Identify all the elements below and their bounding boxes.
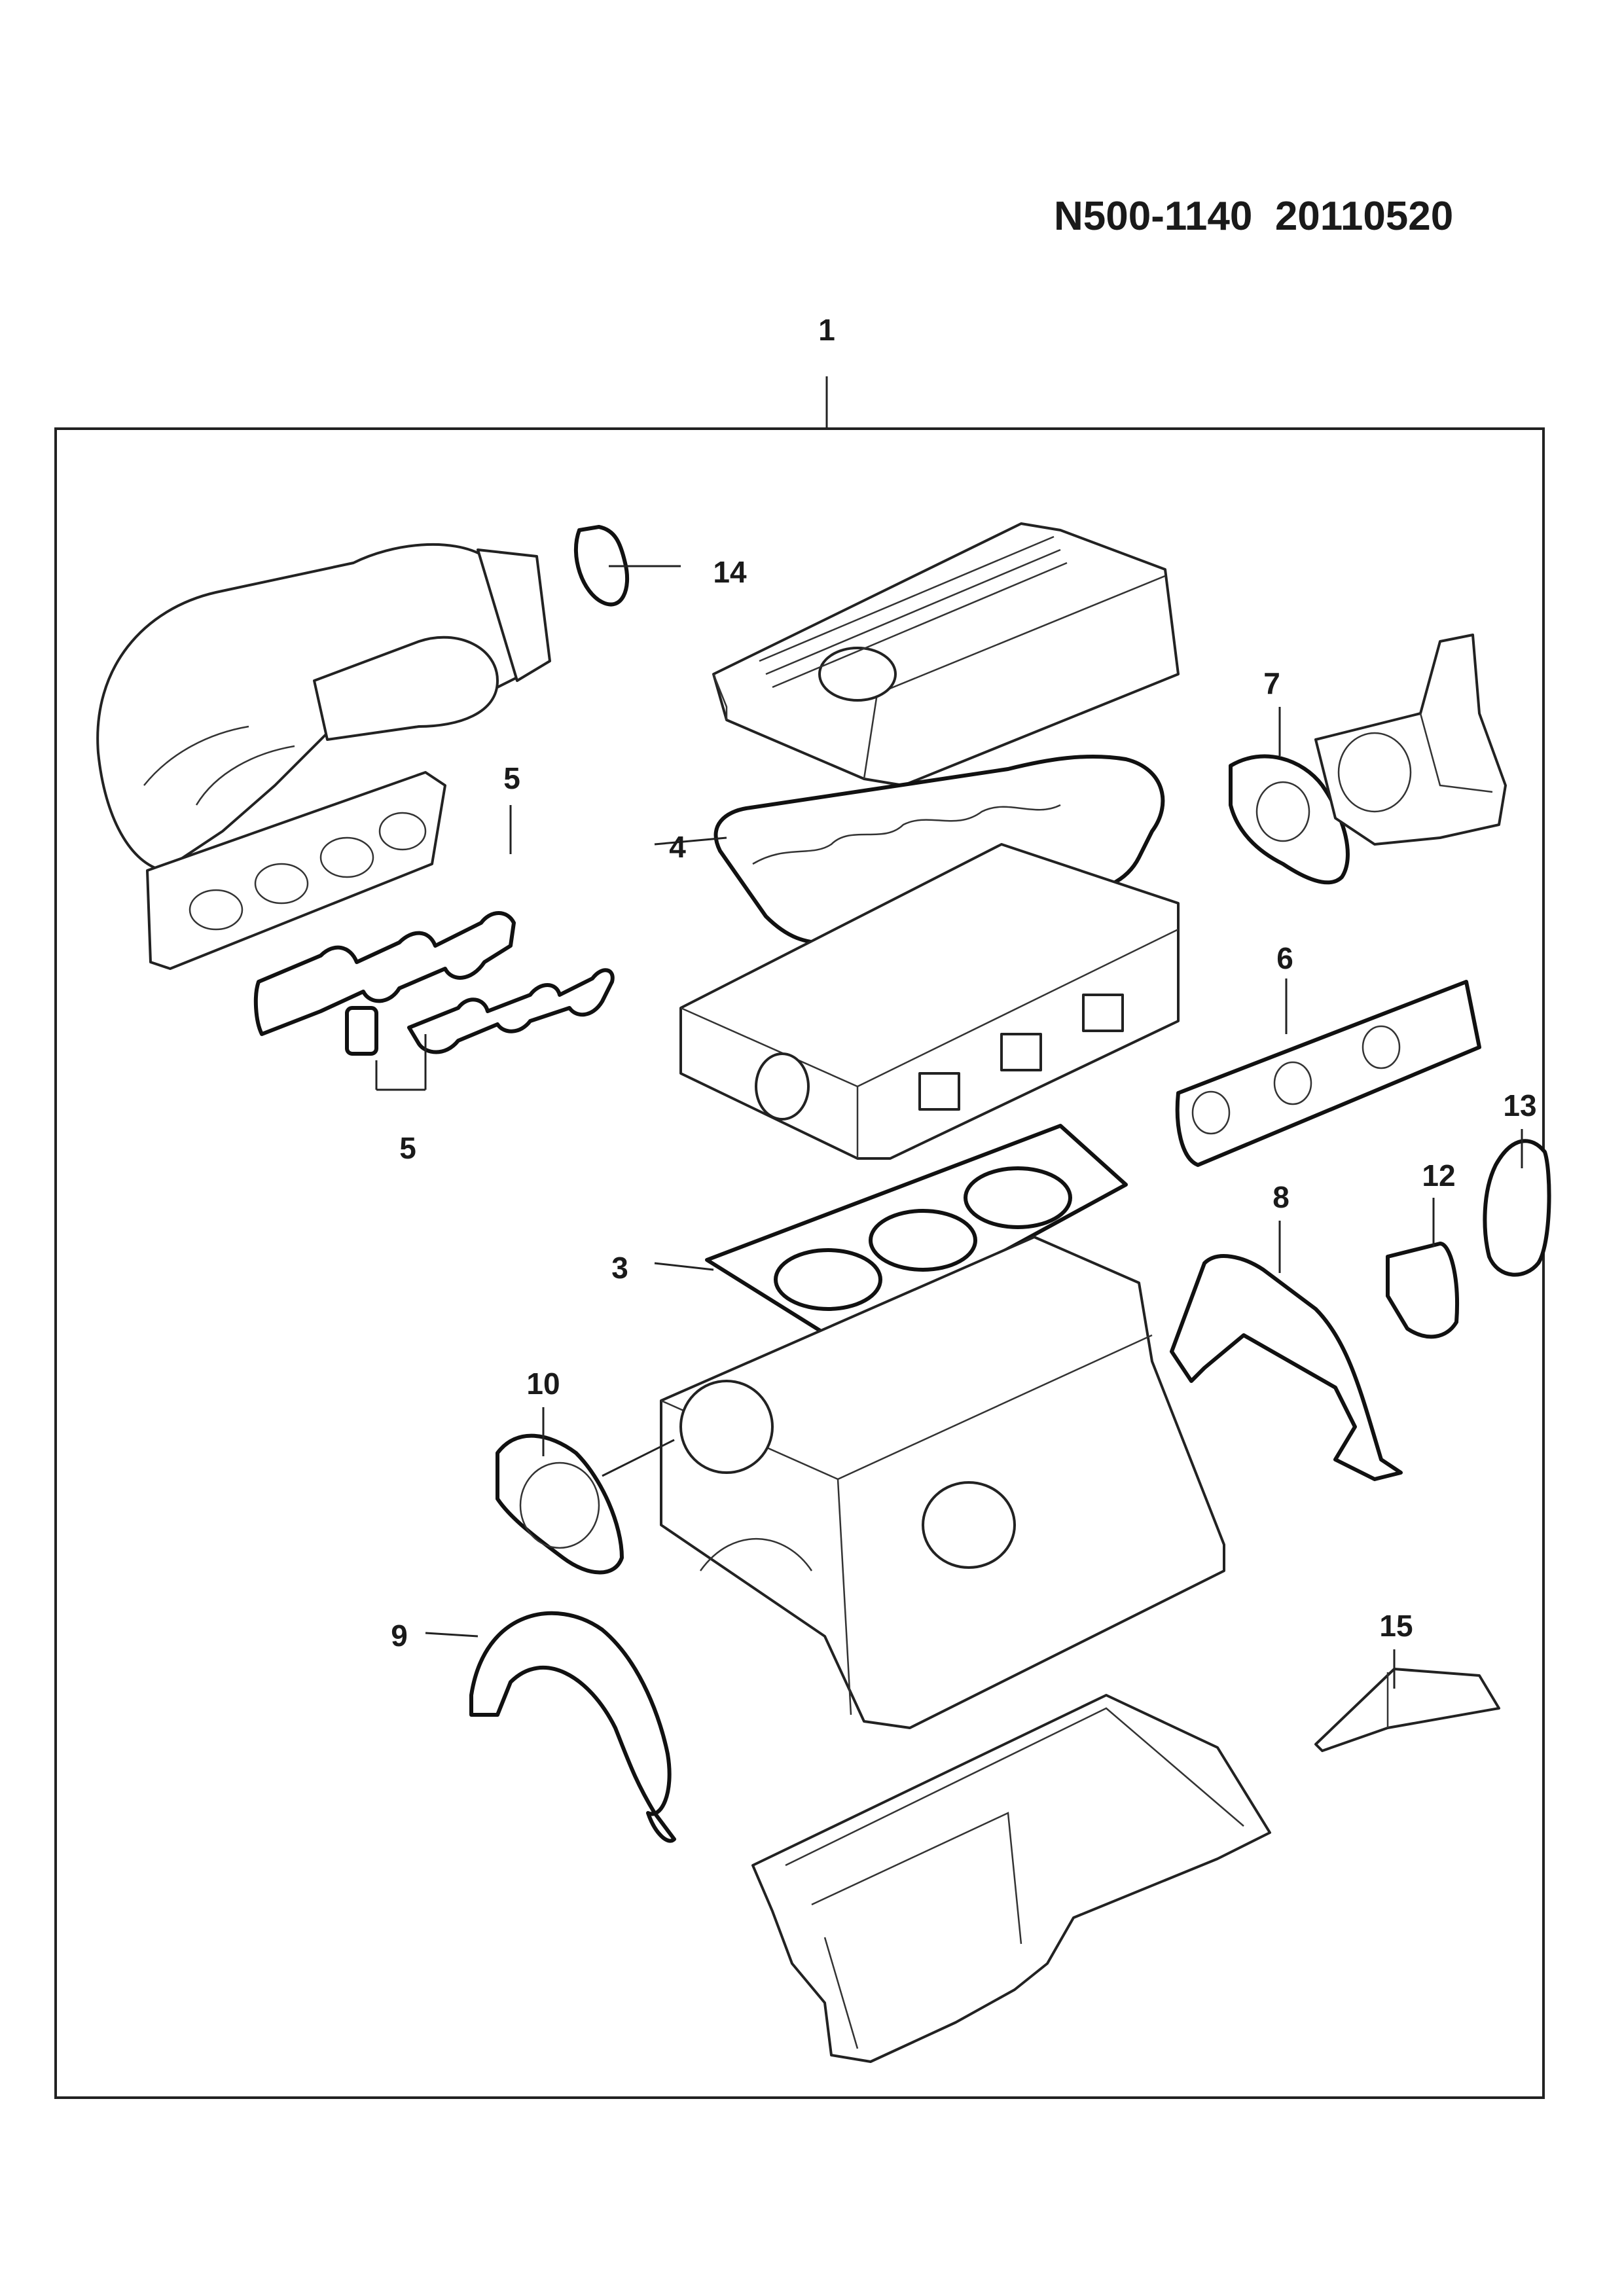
intake-manifold-gasket-6: [1175, 980, 1481, 1167]
cylinder-head-illustration: [679, 843, 1180, 1160]
leader-lines: [509, 565, 1523, 1689]
valve-cover-illustration: [712, 522, 1180, 787]
callout-15: 15: [1379, 1609, 1413, 1643]
callout-5-upper: 5: [503, 761, 520, 795]
throttle-body-illustration: [1314, 634, 1507, 846]
gasket-13: [1483, 1139, 1551, 1277]
callout-13: 13: [1503, 1088, 1536, 1122]
kit-frame: [54, 376, 1545, 2099]
sealant-tube-15: [1314, 1668, 1500, 1752]
callout-6: 6: [1276, 941, 1293, 975]
callout-12: 12: [1422, 1158, 1455, 1193]
exhaust-manifold-gaskets-5: [253, 911, 615, 1091]
gasket-12: [1386, 1242, 1459, 1339]
engine-block-illustration: [660, 1236, 1225, 1729]
callout-7: 7: [1263, 666, 1280, 700]
timing-cover-gasket-8: [1170, 1254, 1403, 1481]
callout-8: 8: [1272, 1180, 1290, 1214]
document-code: N500-1140 20110520: [1054, 194, 1454, 239]
head-gasket-3: [705, 1124, 1128, 1344]
gasket-14: [573, 525, 630, 607]
callout-10: 10: [526, 1367, 560, 1401]
callout-4: 4: [669, 830, 686, 864]
callout-1: 1: [818, 313, 835, 347]
rear-seal-gasket-9: [425, 1611, 676, 1843]
callout-5-lower: 5: [399, 1131, 416, 1165]
water-pump-gasket-10: [496, 1433, 675, 1575]
callout-14: 14: [713, 555, 747, 589]
callout-labels: 1 14 5 4 7 6 5 3 8 12 13 10 9 15: [391, 313, 1536, 1653]
throttle-body-gasket-7: [1229, 754, 1350, 885]
callout-3: 3: [611, 1251, 628, 1285]
oil-pan-illustration: [751, 1694, 1271, 2063]
callout-9: 9: [391, 1619, 408, 1653]
exhaust-manifold-illustration: [96, 543, 551, 970]
